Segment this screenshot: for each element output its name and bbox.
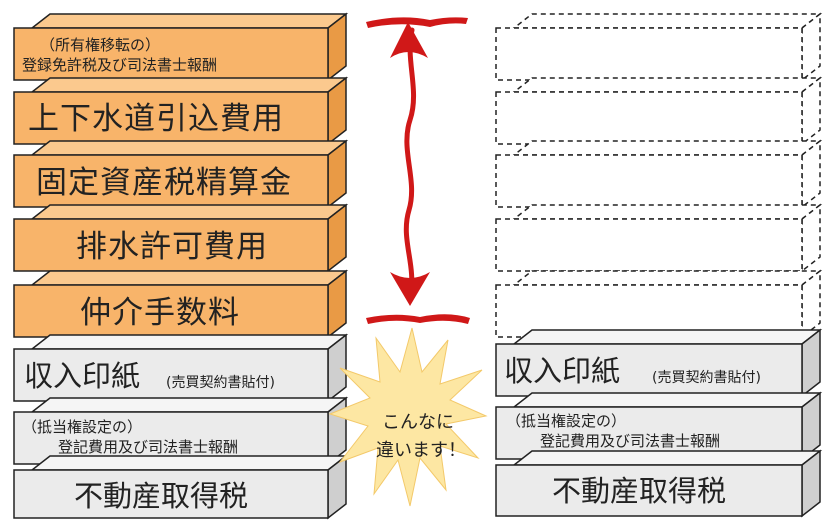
left-box-acquisition-tax: [13, 454, 349, 520]
bottom-bar-icon: [366, 314, 470, 324]
left-label-water-sewer: 上下水道引込費用: [28, 101, 284, 137]
right-label-acquisition-tax: 不動産取得税: [552, 474, 727, 508]
left-label-property-tax: 固定資産税精算金: [36, 165, 292, 201]
right-label-mortgage-line1: （抵当権設定の）: [506, 412, 627, 430]
right-label-mortgage-line2: 登記費用及び司法書士報酬: [540, 432, 721, 450]
left-label-revenue-stamp: 収入印紙: [24, 359, 141, 393]
left-label-mortgage-line2: 登記費用及び司法書士報酬: [58, 438, 239, 456]
right-box-revenue-stamp: [495, 328, 823, 398]
right-box-acquisition-tax: [495, 449, 823, 518]
left-label-mortgage-line1: （抵当権設定の）: [22, 418, 143, 436]
arrow-head-down-icon: [390, 272, 430, 306]
burst-line1: こんなに: [382, 412, 454, 433]
burst-line2: 違います！: [376, 440, 466, 461]
difference-arrow: [366, 17, 470, 324]
right-label-revenue-stamp: 収入印紙: [504, 354, 621, 388]
left-box-property-tax: [13, 139, 349, 209]
left-box-registration-fee: [13, 12, 349, 82]
left-label-brokerage-fee: 仲介手数料: [80, 295, 240, 331]
left-box-drainage-permit: [13, 203, 349, 273]
right-label-revenue-stamp-note: (売買契約書貼付): [652, 370, 761, 386]
left-box-revenue-stamp: [13, 333, 349, 403]
left-label-drainage-permit: 排水許可費用: [76, 229, 268, 265]
arrow-head-up-icon: [390, 22, 428, 58]
starburst-icon: [328, 327, 488, 507]
left-label-acquisition-tax: 不動産取得税: [74, 479, 249, 513]
right-dashed-boxes: [495, 12, 823, 339]
left-label-registration-line2: 登録免許税及び司法書士報酬: [22, 56, 218, 74]
left-label-revenue-stamp-note: (売買契約書貼付): [166, 375, 275, 391]
left-box-brokerage-fee: [13, 269, 349, 339]
left-label-registration-line1: （所有権移転の）: [40, 36, 161, 54]
top-bar-icon: [366, 17, 468, 28]
left-box-water-sewer: [13, 76, 349, 146]
